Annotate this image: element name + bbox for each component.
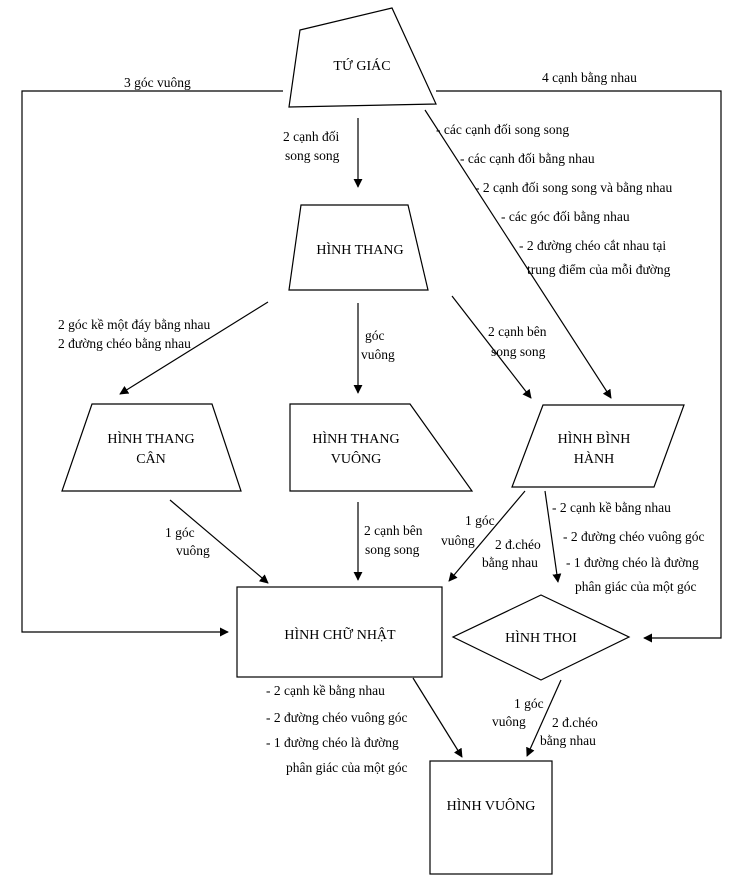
edge-chunhat-hinhvuong — [412, 677, 463, 758]
label-1-goc-2: 1 góc — [465, 513, 495, 528]
label-trung-diem: trung điểm của mỗi đường — [527, 262, 671, 277]
label-2-canh-ke-bang-nhau-2: - 2 cạnh kề bằng nhau — [266, 683, 385, 698]
label-song-song-3: song song — [365, 542, 420, 557]
edge-labels: 3 góc vuông 4 cạnh bằng nhau 2 cạnh đối … — [58, 70, 705, 775]
label-2-canh-ben: 2 cạnh bên — [488, 324, 547, 339]
label-2-canh-doi-ss-bang-nhau: - 2 cạnh đối song song và bằng nhau — [475, 180, 672, 195]
shape-label: TỨ GIÁC — [333, 57, 390, 74]
shape-label-line-2: VUÔNG — [331, 450, 382, 467]
label-2-duong-cheo-vuong-goc: - 2 đường chéo vuông góc — [563, 529, 705, 544]
label-phan-giac: phân giác của một góc — [575, 579, 696, 594]
label-1-duong-cheo-la-duong: - 1 đường chéo là đường — [566, 555, 699, 570]
label-song-song: song song — [285, 148, 340, 163]
label-1-goc: 1 góc — [165, 525, 195, 540]
edges — [21, 90, 722, 758]
shape-label-line-2: CÂN — [136, 450, 166, 467]
shape-hinh-thang: HÌNH THANG — [288, 204, 429, 291]
label-bang-nhau: bằng nhau — [482, 555, 538, 570]
shape-hinh-binh-hanh: HÌNH BÌNH HÀNH — [511, 404, 685, 488]
shape-label: HÌNH CHỮ NHẬT — [284, 626, 396, 643]
shape-hinh-chu-nhat: HÌNH CHỮ NHẬT — [236, 586, 443, 678]
shape-hinh-vuong: HÌNH VUÔNG — [429, 760, 553, 875]
label-2-canh-doi: 2 cạnh đối — [283, 129, 339, 144]
shape-label-line-1: HÌNH THANG — [107, 430, 194, 447]
edge-tugiac-binhhanh — [424, 109, 612, 399]
edge-thang-binhhanh — [451, 295, 532, 399]
shape-tu-giac: TỨ GIÁC — [288, 7, 437, 108]
shape-hinh-thang-can: HÌNH THANG CÂN — [61, 403, 242, 492]
label-2-duong-cheo-vuong-goc-2: - 2 đường chéo vuông góc — [266, 710, 408, 725]
label-2-canh-ben-2: 2 cạnh bên — [364, 523, 423, 538]
edge-thoi-hinhvuong — [526, 679, 562, 757]
shape-hinh-thang-vuong: HÌNH THANG VUÔNG — [289, 403, 474, 492]
edge-tugiac-thoi — [436, 90, 722, 643]
label-bang-nhau-2: bằng nhau — [540, 733, 596, 748]
label-1-duong-cheo-la-duong-2: - 1 đường chéo là đường — [266, 735, 399, 750]
label-4-canh-bang-nhau: 4 cạnh bằng nhau — [542, 70, 637, 85]
shape-label-line-2: HÀNH — [574, 450, 614, 467]
shape-hinh-thoi: HÌNH THOI — [451, 594, 631, 681]
label-2-canh-ke-bang-nhau: - 2 cạnh kề bằng nhau — [552, 500, 671, 515]
label-2-duong-cheo-bang-nhau: 2 đường chéo bằng nhau — [58, 336, 191, 351]
label-vuong-2: vuông — [176, 543, 210, 558]
label-2-d-cheo: 2 đ.chéo — [495, 537, 541, 552]
shape-label-line-1: HÌNH THANG — [312, 430, 399, 447]
label-song-song-2: song song — [491, 344, 546, 359]
edge-binhhanh-thoi — [544, 490, 562, 583]
label-2-goc-ke-mot-day: 2 góc kề một đáy bằng nhau — [58, 317, 210, 332]
label-vuong: vuông — [361, 347, 395, 362]
edge-can-chunhat — [169, 499, 269, 584]
label-cac-goc-doi-bang-nhau: - các góc đối bằng nhau — [501, 209, 630, 224]
label-phan-giac-2: phân giác của một góc — [286, 760, 407, 775]
label-goc: góc — [365, 328, 385, 343]
shape-label-line-1: HÌNH BÌNH — [558, 430, 631, 447]
label-vuong-4: vuông — [492, 714, 526, 729]
label-2-duong-cheo-cat-nhau: - 2 đường chéo cắt nhau tại — [519, 238, 666, 253]
edge-tugiac-chunhat — [21, 90, 283, 637]
shape-label: HÌNH VUÔNG — [447, 797, 536, 814]
shape-label: HÌNH THOI — [505, 629, 577, 646]
label-vuong-3: vuông — [441, 533, 475, 548]
label-2-d-cheo-2: 2 đ.chéo — [552, 715, 598, 730]
label-cac-canh-doi-bang-nhau: - các cạnh đối bằng nhau — [460, 151, 595, 166]
edge-thang-can — [119, 301, 269, 395]
shape-label: HÌNH THANG — [316, 241, 403, 258]
label-3-goc-vuong: 3 góc vuông — [124, 75, 191, 90]
edge-binhhanh-chunhat — [448, 490, 526, 582]
label-1-goc-3: 1 góc — [514, 696, 544, 711]
label-cac-canh-doi-song-song: - các cạnh đối song song — [436, 122, 569, 137]
